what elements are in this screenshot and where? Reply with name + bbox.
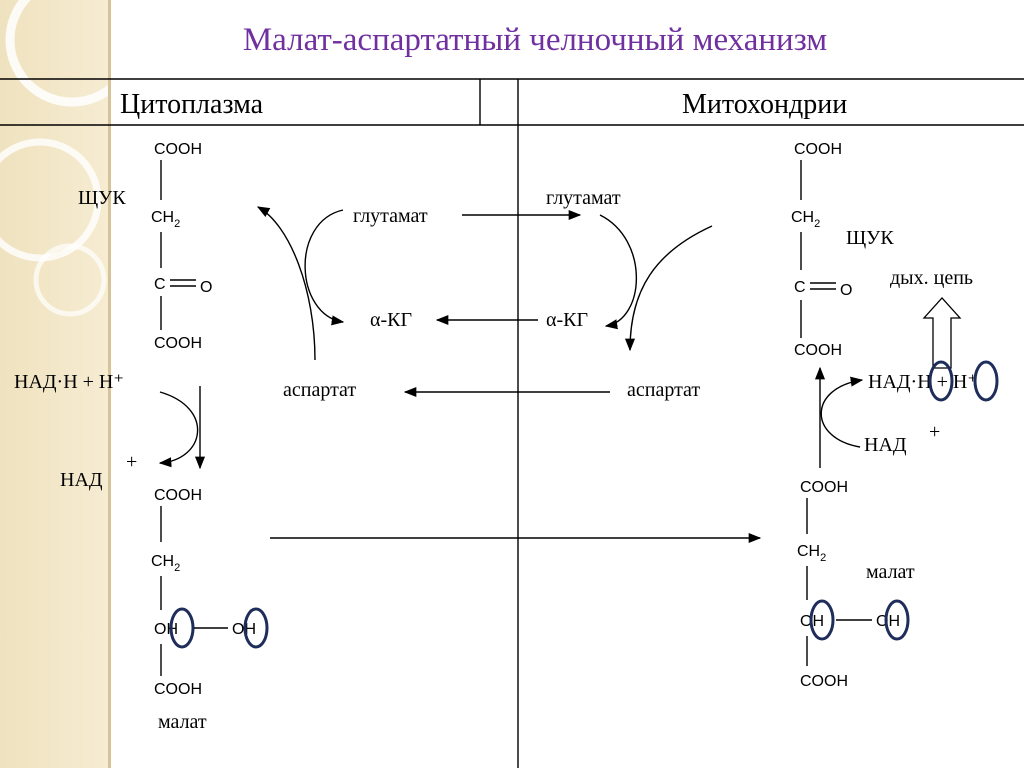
decorative-strip [0, 0, 139, 768]
oaa-left: COOH CH2 C O COOH [151, 141, 212, 352]
arrow-aspartate-to-oaa-left [256, 206, 316, 361]
arrow-oaa-to-aspartate-right [624, 225, 713, 352]
highlight-circle [884, 599, 910, 641]
highlight-circle [809, 599, 835, 641]
highlight-circle [928, 360, 954, 402]
cooh-top: COOH [154, 141, 202, 158]
label-akg-left: α-КГ [370, 309, 412, 331]
cooh-top: COOH [794, 141, 842, 158]
hydroxyl: OH [876, 613, 900, 630]
ch2: CH2 [151, 209, 180, 230]
label-nadh-right: НАД·Н + Н⁺ [868, 371, 978, 393]
label-malate-left: малат [158, 711, 207, 733]
arrow-nad-to-nadh-right [820, 376, 864, 448]
table-grid [0, 78, 1024, 768]
cooh-bottom: COOH [154, 681, 202, 698]
cooh-bottom: COOH [794, 342, 842, 359]
label-aspartate-left: аспартат [283, 379, 356, 401]
arrow-nadh-to-nad-left [158, 391, 199, 468]
malate-right: COOH CH2 OH OH COOH [797, 479, 910, 690]
highlight-circle [169, 607, 195, 649]
ch2: CH2 [151, 553, 180, 574]
malate-left: COOH CH2 OH OH COOH [151, 487, 269, 698]
label-nad-right-plus: + [929, 421, 940, 443]
arrow-glutamate-to-akg-right [599, 214, 638, 330]
highlight-circle [973, 360, 999, 402]
oaa-right: COOH CH2 C O COOH [791, 141, 852, 359]
label-malate-right: малат [866, 561, 915, 583]
hydroxyl-c: OH [154, 621, 178, 638]
label-resp-chain: дых. цепь [890, 267, 973, 289]
arrow-glutamate-to-akg-left [304, 209, 345, 326]
carbonyl-o: O [200, 279, 212, 296]
highlight-circle [243, 607, 269, 649]
cooh-top: COOH [154, 487, 202, 504]
ch2: CH2 [797, 543, 826, 564]
label-shchuk-right: ЩУК [846, 227, 894, 249]
carbonyl-o: O [840, 282, 852, 299]
hollow-arrow-resp-chain [922, 297, 962, 369]
label-glutamate-left: глутамат [353, 205, 428, 227]
label-glutamate-right: глутамат [546, 187, 621, 209]
carbonyl-c: C [794, 279, 806, 296]
label-nadh-left: НАД·Н + Н⁺ [14, 371, 124, 393]
label-nad-right: НАД [864, 434, 907, 456]
carbonyl-c: C [154, 276, 166, 293]
slide-title: Малат-аспартатный челночный механизм [243, 22, 827, 58]
header-mitochondria: Митохондрии [682, 89, 847, 120]
cooh-bottom: COOH [154, 335, 202, 352]
label-akg-right: α-КГ [546, 309, 588, 331]
label-nad-left-plus: + [126, 451, 137, 473]
label-shchuk-left: ЩУК [78, 187, 126, 209]
header-cytoplasm: Цитоплазма [120, 89, 264, 120]
ch2: CH2 [791, 209, 820, 230]
label-aspartate-right: аспартат [627, 379, 700, 401]
cooh-bottom: COOH [800, 673, 848, 690]
label-nad-left: НАД [60, 469, 103, 491]
cooh-top: COOH [800, 479, 848, 496]
